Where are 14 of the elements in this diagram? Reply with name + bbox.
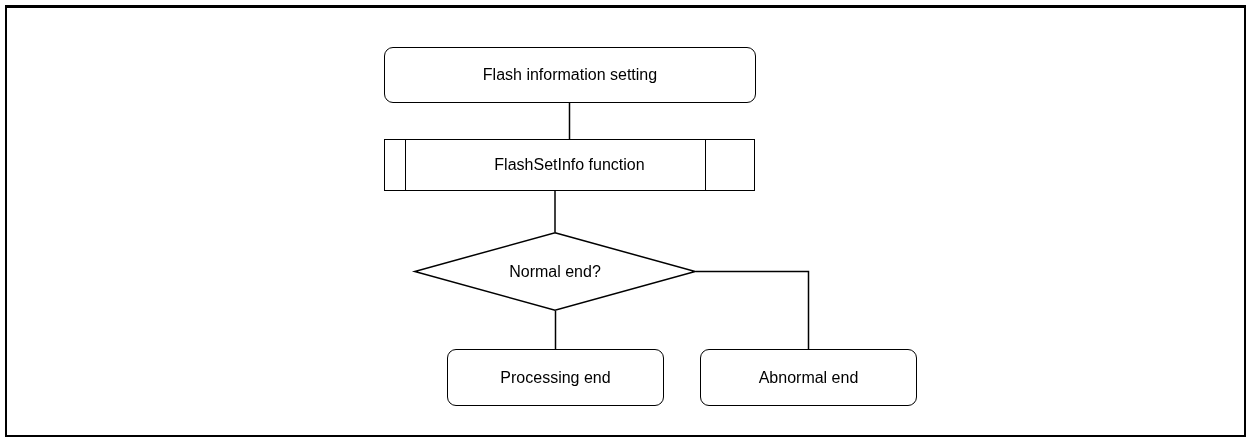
- connector-line: [695, 270, 810, 350]
- start-box: [384, 47, 756, 103]
- connector-line: [568, 102, 571, 140]
- node-label: FlashSetInfo function: [494, 156, 645, 174]
- decision-diamond: [414, 232, 696, 311]
- node-label: Processing end: [500, 368, 611, 387]
- terminal-box: [700, 349, 917, 406]
- terminal-box: [447, 349, 664, 406]
- connector-line: [554, 310, 557, 350]
- predefined-process-box: [384, 139, 755, 191]
- node-label: Normal end?: [509, 262, 601, 281]
- node-label: Flash information setting: [482, 66, 658, 84]
- node-label: Abnormal end: [758, 368, 859, 387]
- connector-line: [554, 190, 556, 233]
